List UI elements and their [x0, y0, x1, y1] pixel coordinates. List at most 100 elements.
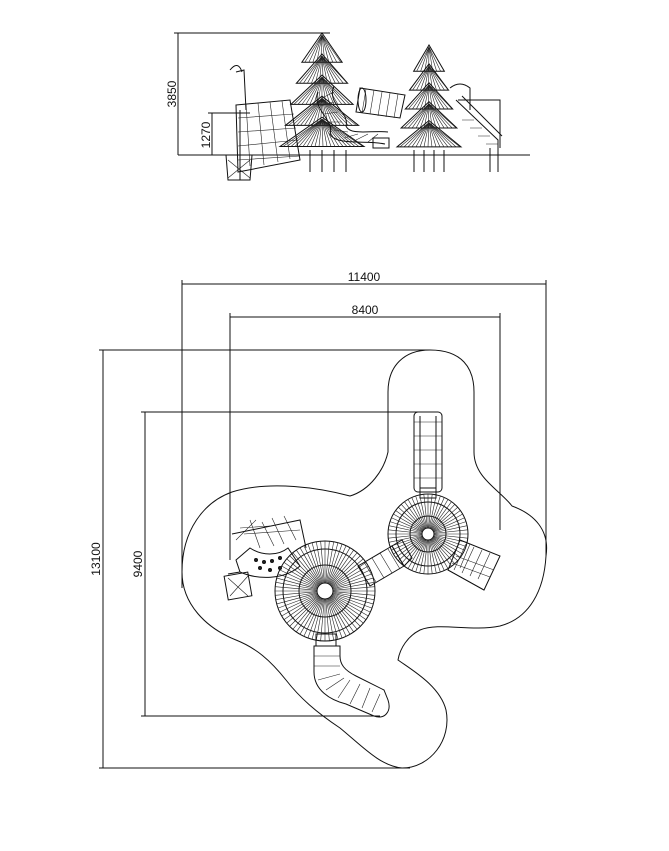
canopy-ray	[332, 586, 375, 591]
tree-branch-line	[297, 76, 323, 105]
tree-branch-line	[311, 55, 323, 84]
canopy-ray	[428, 494, 437, 529]
tree-branch-line	[428, 65, 437, 91]
tree-branch-line	[415, 103, 430, 129]
tree-branch-line	[428, 103, 457, 129]
canopy-ray	[391, 536, 423, 551]
tree-branch-line	[321, 97, 345, 126]
canopy-ray	[332, 582, 375, 590]
canopy-ray	[331, 594, 369, 617]
canopy-ray	[398, 537, 424, 561]
canopy-ray	[279, 569, 318, 588]
tree-branch-line	[403, 122, 430, 148]
tree-branch-line	[428, 65, 441, 91]
tall-tree-tower	[278, 32, 366, 172]
dimension-inner-depth: 9400	[131, 411, 430, 717]
canopy-ray	[328, 547, 351, 585]
canopy-ray	[398, 507, 424, 531]
elevation-view: 3850 1270	[165, 32, 530, 181]
tree-branch-line	[428, 122, 461, 148]
canopy-ray	[330, 555, 361, 586]
tree-branch-line	[415, 122, 430, 147]
tree-branch-line	[321, 98, 333, 126]
canopy-ray	[311, 598, 324, 640]
canopy-ray	[279, 594, 318, 613]
tree-branch-line	[305, 76, 323, 105]
tree-branch-line	[288, 97, 323, 126]
canopy-ray	[316, 541, 324, 584]
tree-branch-line	[428, 84, 453, 110]
tree-branch-line	[290, 119, 323, 147]
tree-branch-line	[321, 77, 331, 105]
canopy-ray	[411, 497, 426, 529]
tree-branch-line	[321, 34, 330, 63]
canopy-ray	[431, 538, 455, 564]
canopy-ray	[292, 552, 321, 586]
tree-branch-line	[428, 103, 453, 129]
tree-branch-line	[428, 103, 437, 129]
tree-branch-line	[321, 34, 338, 63]
canopy-ray	[432, 537, 461, 558]
tree-branch-line	[321, 119, 352, 147]
tree-branch-line	[428, 84, 437, 110]
stairs-elevation	[449, 83, 503, 172]
canopy-ray	[331, 562, 367, 587]
tree-branch-line	[286, 119, 323, 147]
tree-branch-line	[321, 76, 339, 105]
tree-branch-line	[307, 55, 323, 84]
dimension-overall-depth: 13100	[89, 349, 430, 769]
tree-branch-line	[321, 55, 332, 84]
tree-branch-line	[321, 55, 336, 84]
tree-branch-line	[301, 76, 323, 105]
canopy-ray	[433, 521, 467, 533]
canopy-ray	[388, 529, 423, 534]
canopy-ray	[327, 598, 343, 639]
canopy-ray	[431, 501, 452, 530]
plan-view: 11400 8400 13100 9400	[89, 270, 548, 769]
tree-branch-line	[304, 34, 323, 63]
tree-branch-line	[428, 84, 449, 110]
tree-branch-line	[416, 84, 430, 110]
canopy-ray	[275, 586, 318, 591]
canopy-ray	[388, 534, 423, 543]
canopy-ray	[332, 573, 373, 589]
canopy-ray	[329, 596, 358, 630]
canopy-ray	[311, 542, 324, 584]
tree-branch-line	[427, 122, 430, 147]
canopy-ray	[299, 597, 322, 635]
canopy-ray	[430, 539, 449, 569]
dim-label-8400: 8400	[352, 303, 379, 317]
canopy-ray	[423, 539, 428, 574]
tree-branch-line	[424, 46, 430, 72]
canopy-ray	[275, 582, 318, 590]
canopy-ray	[283, 562, 319, 587]
canopy-ray	[415, 495, 427, 529]
tree-branch-line	[321, 77, 327, 105]
canopy-ray	[419, 494, 428, 529]
canopy-ray	[326, 598, 334, 641]
tree-branch-line	[321, 119, 336, 147]
tree-branch-line	[299, 55, 323, 84]
canopy-ray	[433, 517, 465, 532]
tree-branch-line	[315, 55, 323, 84]
canopy-ray	[307, 598, 323, 639]
climbing-net-elevation	[225, 65, 301, 181]
tree-branch-line	[428, 122, 437, 147]
tree-branch-line	[428, 103, 445, 129]
canopy-ray	[330, 595, 364, 624]
tree-branch-line	[309, 76, 323, 105]
tree-branch-line	[412, 65, 430, 91]
tree-branch-line	[306, 119, 323, 147]
net-ramp-plan	[447, 539, 501, 591]
canopy-ray	[303, 545, 322, 584]
canopy-ray	[432, 507, 458, 531]
tree-branch-line	[293, 76, 323, 105]
tree-branch-line	[416, 46, 430, 72]
tree-branch-line	[321, 97, 353, 126]
canopy-ray	[329, 552, 358, 586]
canopy-ray	[401, 538, 425, 564]
canopy-ray	[332, 594, 371, 613]
canopy-ray	[292, 596, 321, 630]
tree-branch-line	[428, 84, 445, 110]
canopy-ray	[433, 536, 465, 551]
